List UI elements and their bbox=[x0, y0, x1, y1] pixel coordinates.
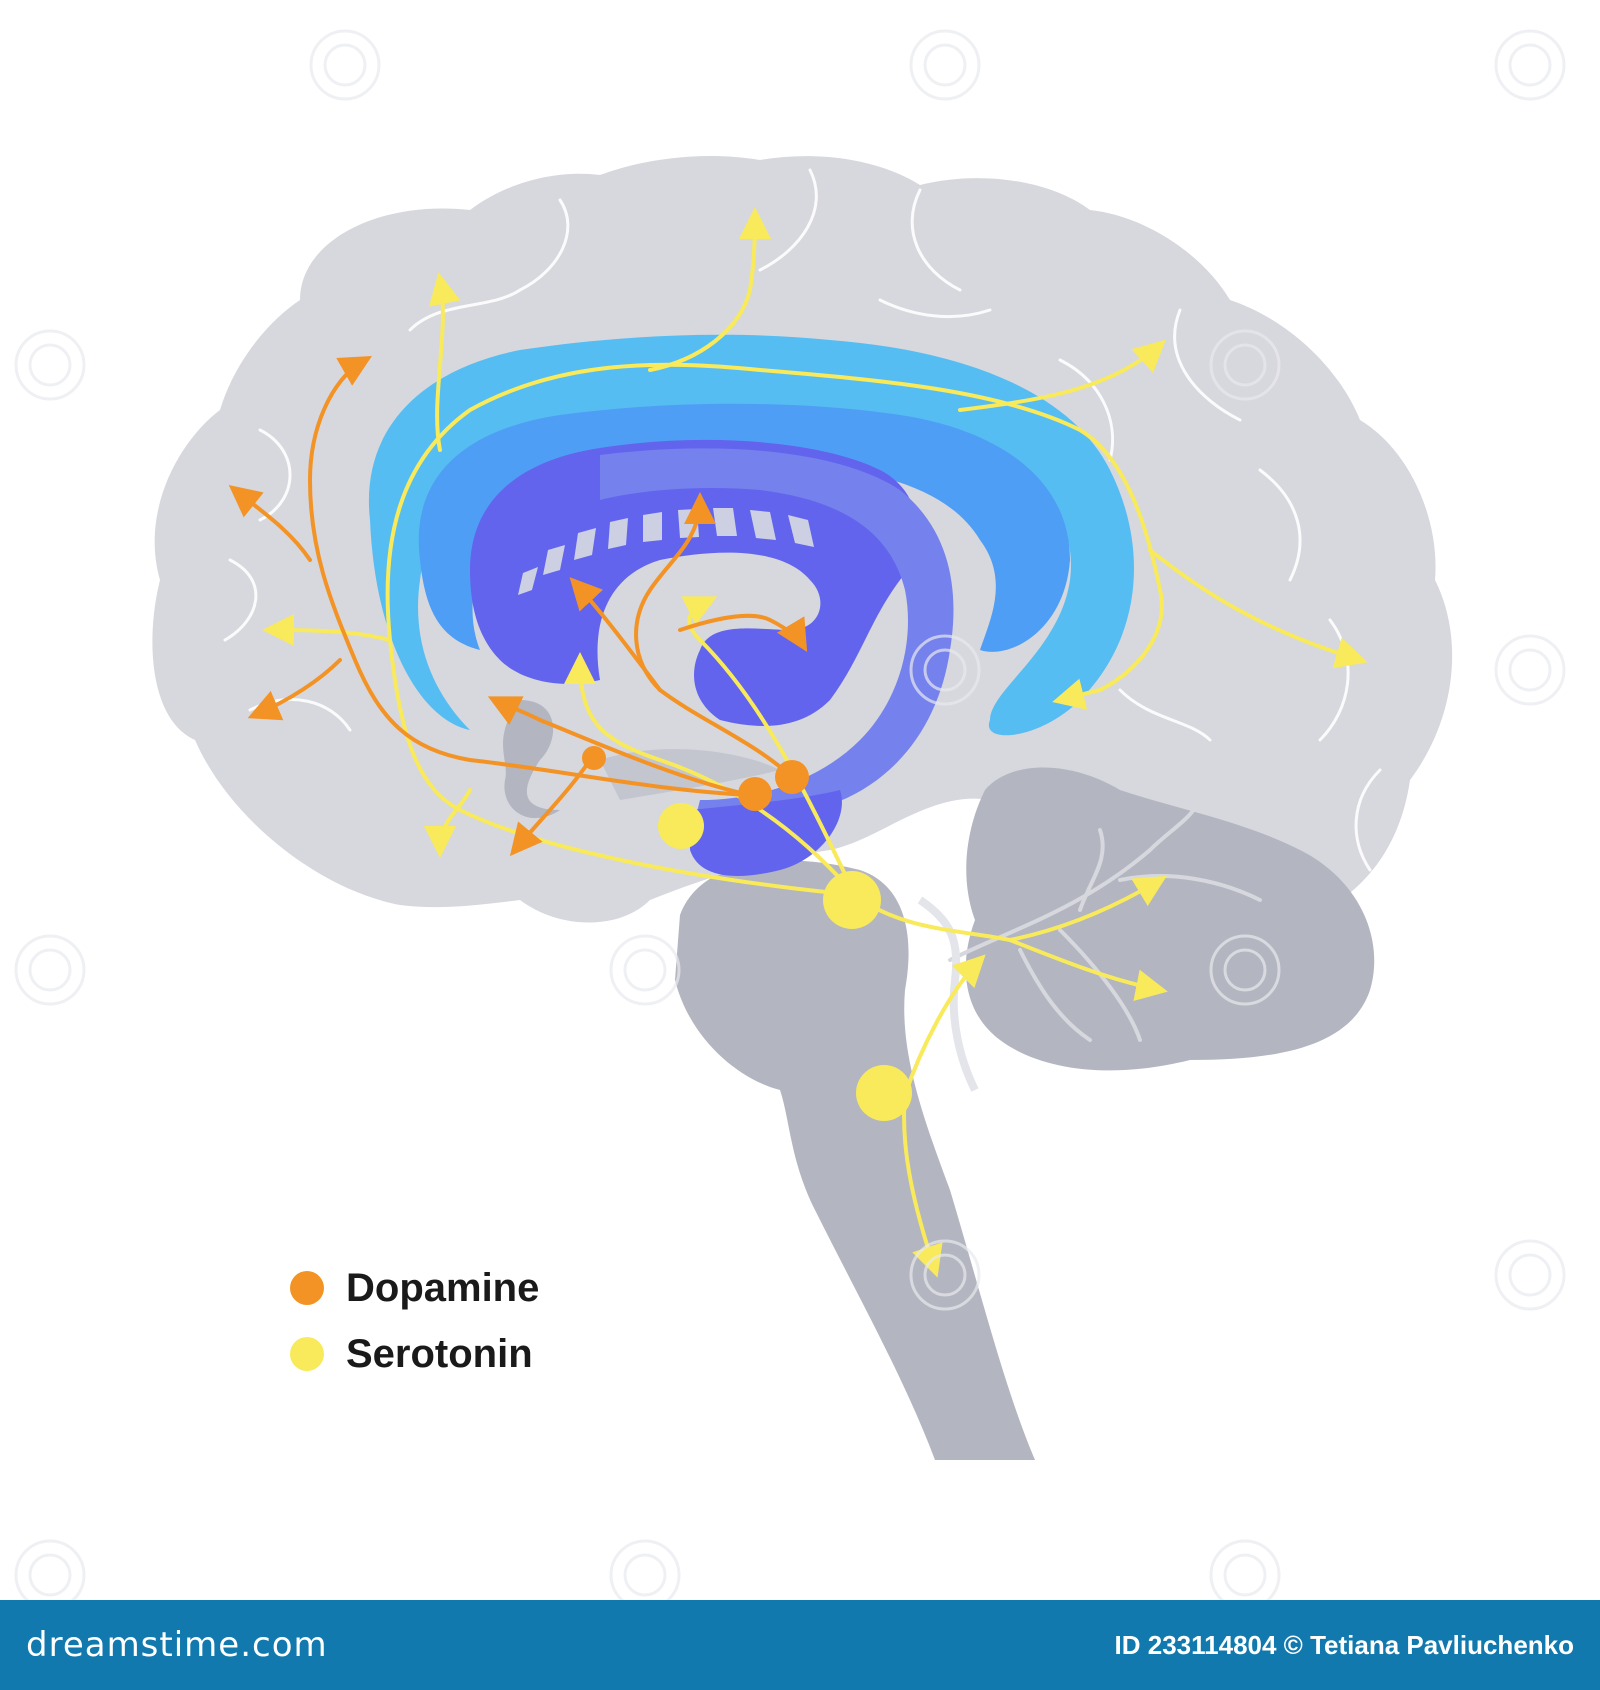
gyri-lines bbox=[223, 168, 1382, 872]
cerebellum bbox=[965, 767, 1375, 1071]
watermark-swirls bbox=[14, 29, 1566, 1600]
fornix-tail bbox=[690, 790, 842, 876]
legend-item-serotonin: Serotonin bbox=[290, 1321, 539, 1387]
serotonin-dot-icon bbox=[290, 1337, 324, 1371]
serotonin-nuclei bbox=[658, 803, 912, 1121]
footer-credit: ID 233114804 © Tetiana Pavliuchenko bbox=[1114, 1629, 1574, 1660]
brain-diagram bbox=[14, 29, 1566, 1600]
legend: Dopamine Serotonin bbox=[290, 1255, 539, 1387]
arbor-vitae bbox=[948, 798, 1262, 1042]
dopamine-pathways bbox=[228, 356, 808, 857]
legend-label-serotonin: Serotonin bbox=[346, 1331, 533, 1376]
dopamine-nuclei bbox=[582, 746, 809, 811]
footer-logo[interactable]: dreamstime.com bbox=[26, 1625, 328, 1665]
footer-bar: dreamstime.com ID 233114804 © Tetiana Pa… bbox=[0, 1600, 1600, 1690]
legend-label-dopamine: Dopamine bbox=[346, 1265, 540, 1310]
legend-item-dopamine: Dopamine bbox=[290, 1255, 539, 1321]
hypothalamus-fold bbox=[503, 700, 560, 819]
fornix bbox=[600, 448, 954, 840]
serotonin-pathways bbox=[262, 207, 1368, 1278]
dopamine-dot-icon bbox=[290, 1271, 324, 1305]
